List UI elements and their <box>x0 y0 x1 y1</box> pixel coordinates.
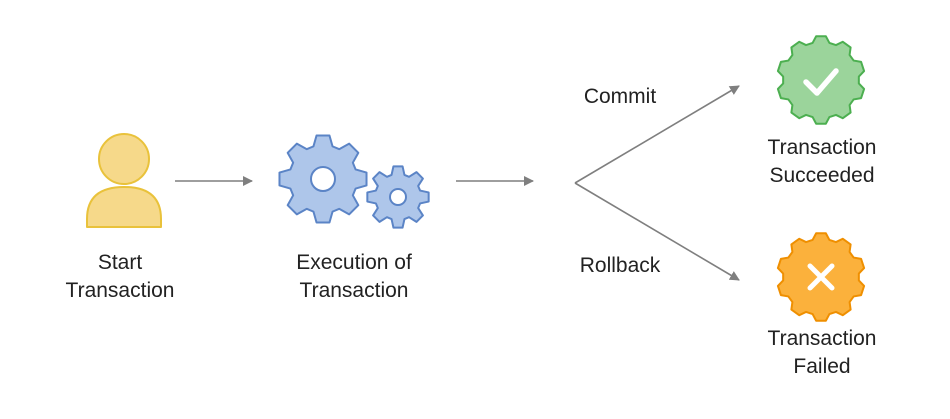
succeeded-label-line2: Succeeded <box>769 164 875 187</box>
start-label: Start Transaction <box>50 249 190 305</box>
check-gear-icon <box>776 35 866 125</box>
large-gear-icon <box>278 134 368 224</box>
gears-icon <box>278 134 430 229</box>
failed-label: Transaction Failed <box>746 325 898 381</box>
commit-label: Commit <box>560 83 680 111</box>
rollback-label: Rollback <box>560 252 680 280</box>
cross-gear-icon <box>776 232 866 322</box>
commit-label-text: Commit <box>583 85 657 108</box>
execution-label: Execution of Transaction <box>274 249 434 305</box>
succeeded-label: Transaction Succeeded <box>746 134 898 190</box>
user-icon <box>86 133 162 228</box>
execution-label-line1: Execution of <box>296 251 412 274</box>
start-label-line1: Start <box>97 251 143 274</box>
failed-label-line2: Failed <box>793 355 851 378</box>
failed-label-line1: Transaction <box>767 327 877 350</box>
rollback-label-text: Rollback <box>579 254 661 277</box>
rollback-arrow <box>574 182 740 281</box>
execution-label-line2: Transaction <box>299 279 409 302</box>
start-label-line2: Transaction <box>65 279 175 302</box>
commit-arrow <box>574 85 740 184</box>
small-gear-icon <box>366 165 430 229</box>
cross-mark-icon <box>807 263 835 291</box>
check-mark-icon <box>803 68 839 96</box>
succeeded-label-line1: Transaction <box>767 136 877 159</box>
